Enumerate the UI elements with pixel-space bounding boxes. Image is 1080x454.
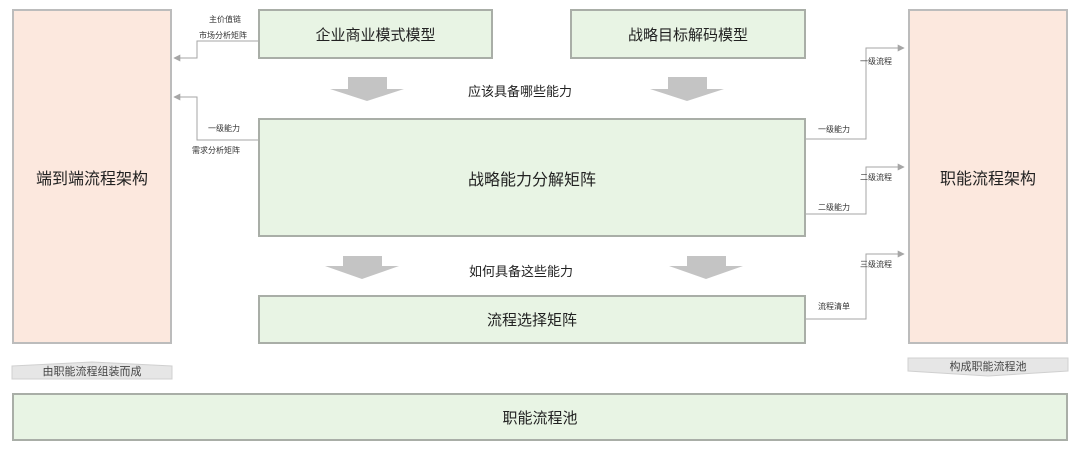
tab-right-label: 构成职能流程池 [949, 360, 1027, 373]
business-model-label: 企业商业模式模型 [315, 25, 436, 44]
functional-architecture-label: 职能流程架构 [939, 168, 1036, 188]
main-value-chain-label: 主价值链 [209, 15, 241, 24]
how-to-have-label: 如何具备这些能力 [469, 265, 574, 280]
connector-level2 [806, 163, 905, 215]
strategy-decode-box: 战略目标解码模型 [570, 9, 806, 59]
tab-left-shape [11, 361, 173, 380]
level1-capability-right-label: 一级能力 [818, 125, 850, 134]
e2e-architecture-box: 端到端流程架构 [12, 9, 172, 344]
market-matrix-label: 市场分析矩阵 [199, 31, 247, 40]
level1-process-label: 一级流程 [860, 57, 892, 66]
down-arrow-left-2 [325, 256, 399, 279]
demand-matrix-label: 需求分析矩阵 [192, 146, 240, 155]
process-list-label: 流程清单 [818, 302, 850, 311]
connector-business-to-e2e [173, 40, 258, 62]
process-selection-label: 流程选择矩阵 [486, 311, 577, 329]
down-arrow-right-2 [669, 256, 743, 279]
down-arrow-right-1 [650, 77, 724, 101]
strategy-decode-label: 战略目标解码模型 [627, 25, 748, 44]
level3-process-label: 三级流程 [860, 260, 892, 269]
level2-process-label: 二级流程 [860, 173, 892, 182]
connector-level1 [806, 44, 905, 140]
tab-left-label: 由职能流程组装而成 [42, 365, 142, 378]
e2e-architecture-label: 端到端流程架构 [35, 168, 148, 188]
should-have-label: 应该具备哪些能力 [468, 85, 573, 100]
level1-capability-left-label: 一级能力 [208, 124, 240, 133]
capability-matrix-box: 战略能力分解矩阵 [258, 118, 806, 237]
down-arrow-left-1 [330, 77, 404, 101]
process-selection-box: 流程选择矩阵 [258, 295, 806, 344]
connector-level3 [806, 250, 905, 320]
capability-matrix-label: 战略能力分解矩阵 [467, 169, 596, 189]
level2-capability-label: 二级能力 [818, 203, 850, 212]
connector-capability-to-e2e [173, 93, 258, 141]
functional-pool-label: 职能流程池 [502, 408, 578, 427]
business-model-box: 企业商业模式模型 [258, 9, 493, 59]
functional-architecture-box: 职能流程架构 [908, 9, 1068, 344]
tab-right-shape [907, 357, 1069, 377]
functional-pool-box: 职能流程池 [12, 393, 1068, 441]
